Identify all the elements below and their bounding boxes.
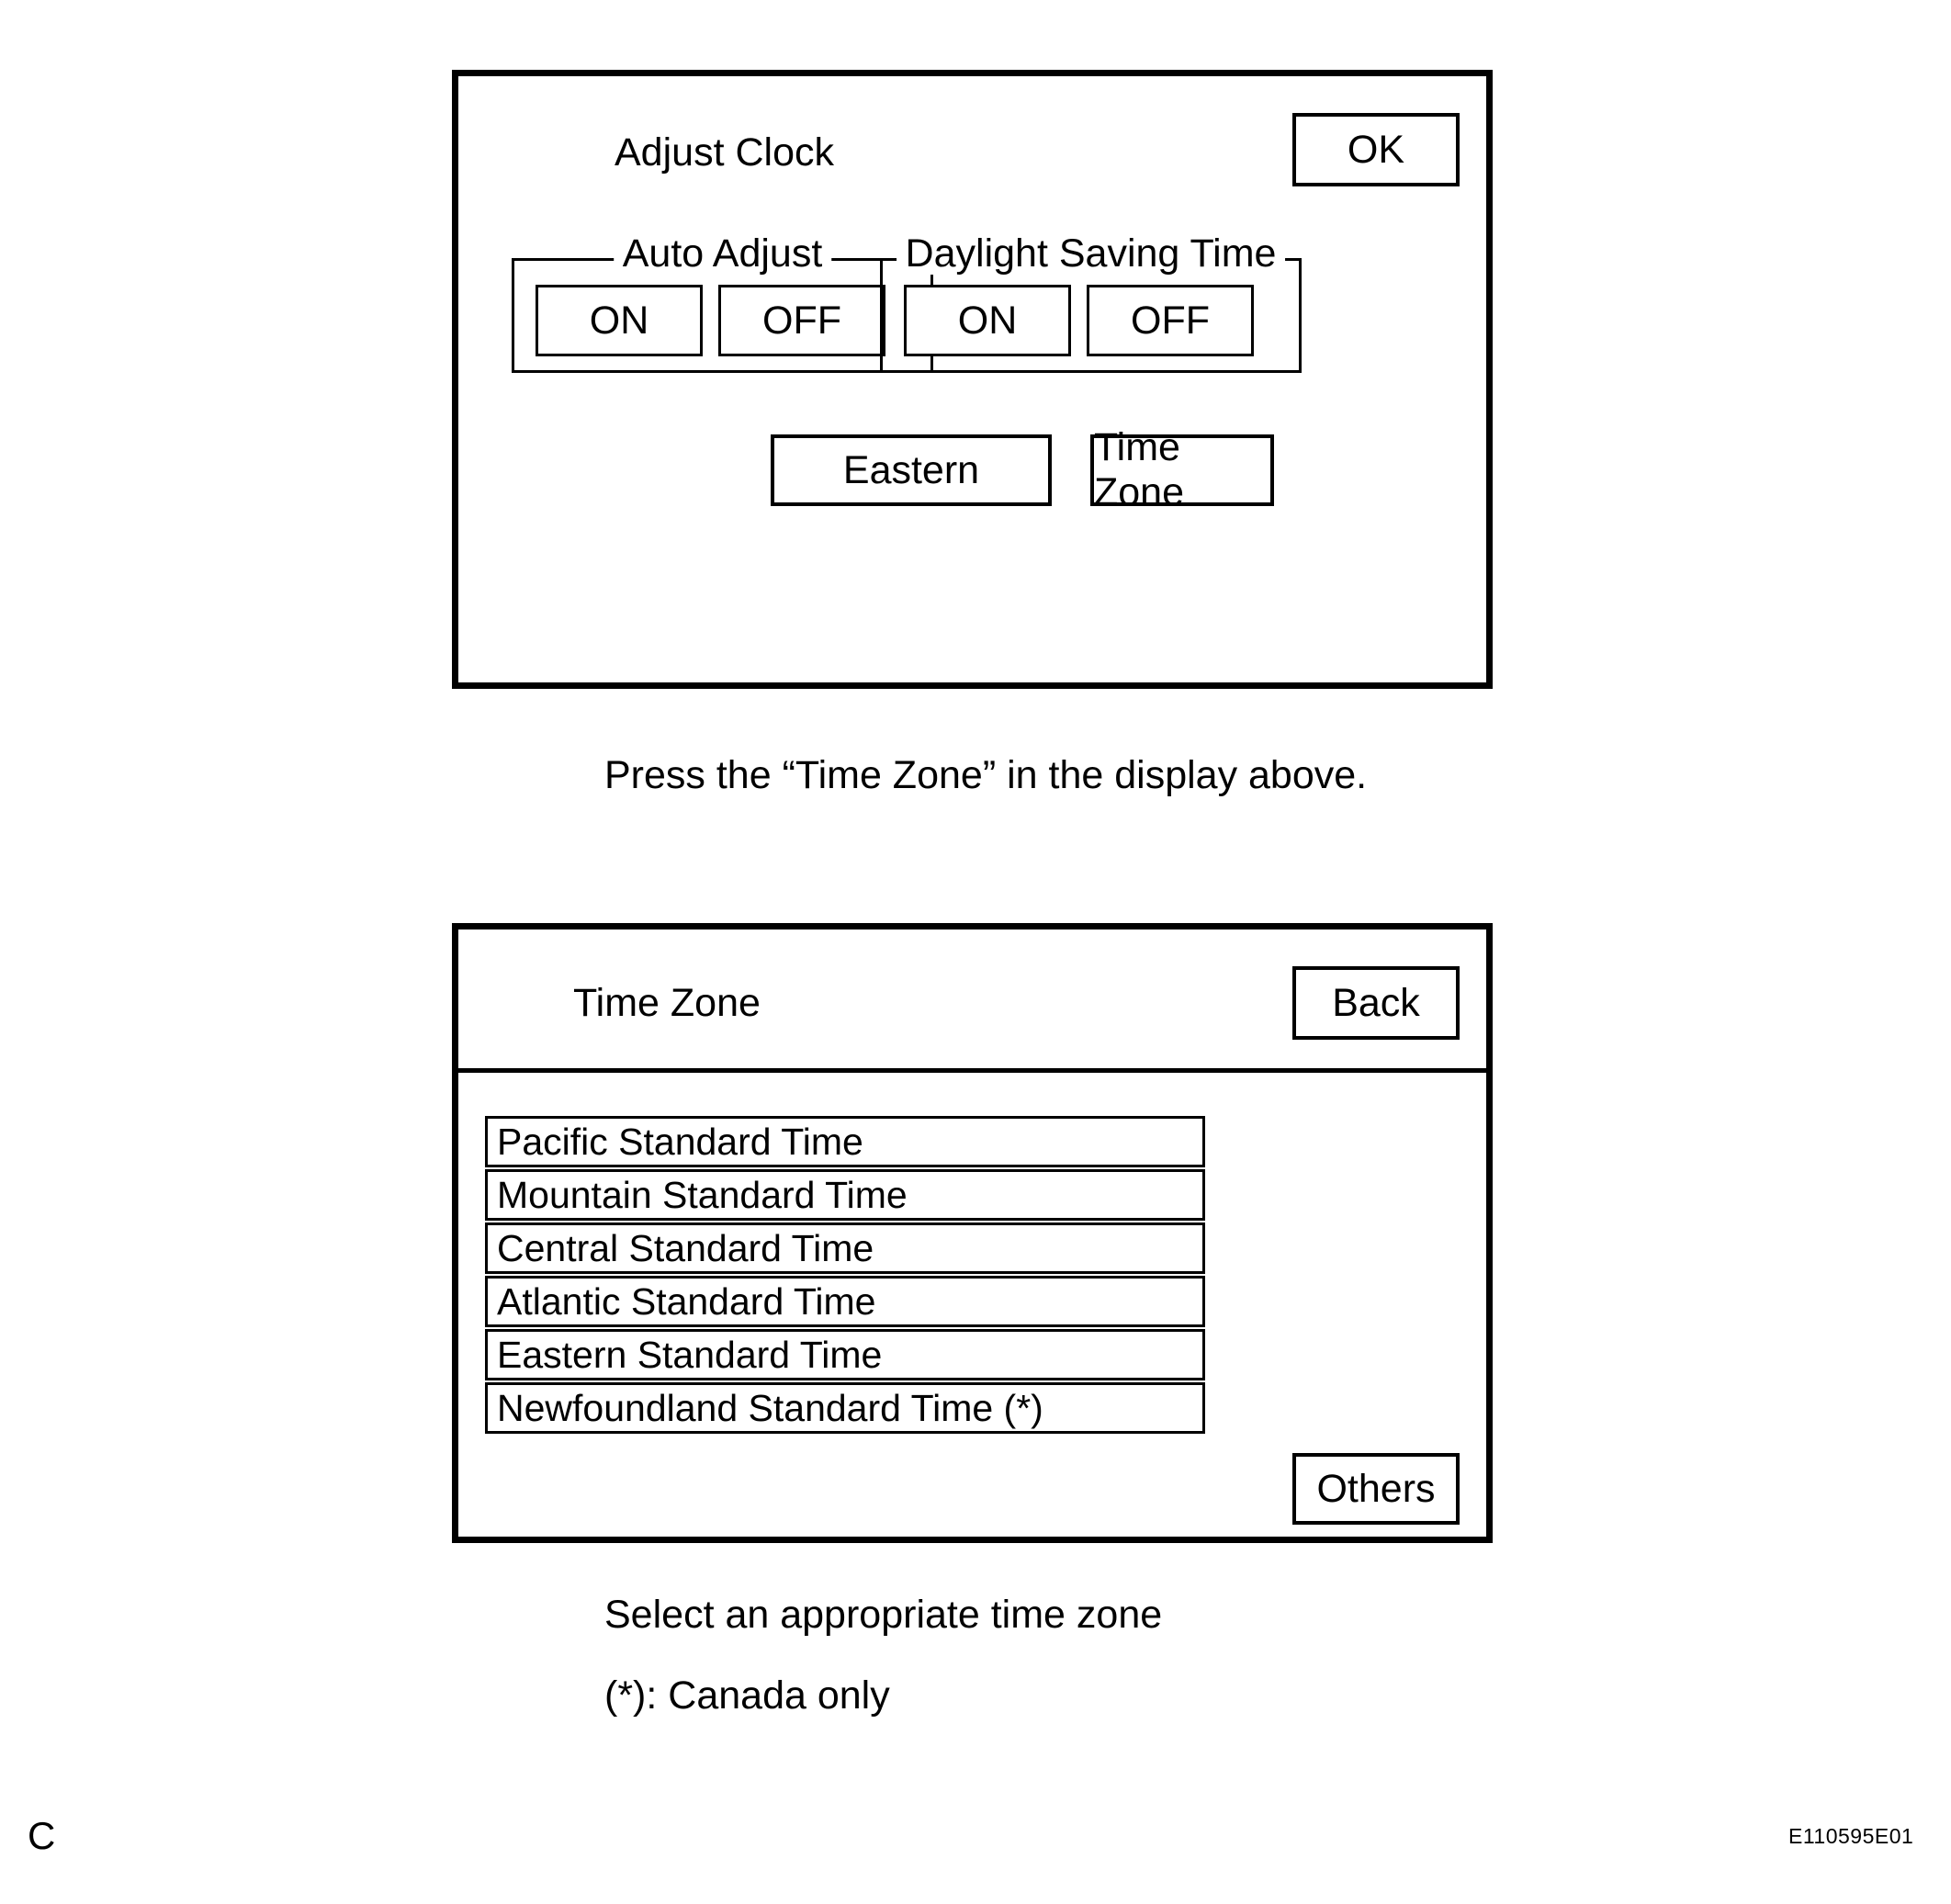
auto-adjust-off-button[interactable]: OFF bbox=[718, 285, 885, 356]
daylight-saving-time-off-button[interactable]: OFF bbox=[1087, 285, 1254, 356]
current-time-zone-button[interactable]: Eastern bbox=[771, 434, 1052, 506]
caption-canada-only: (*): Canada only bbox=[604, 1673, 890, 1718]
adjust-clock-screen: Adjust Clock OK Auto Adjust ON OFF Dayli… bbox=[452, 70, 1493, 689]
time-zone-screen: Time Zone Back Pacific Standard Time Mou… bbox=[452, 923, 1493, 1543]
list-item[interactable]: Mountain Standard Time bbox=[485, 1169, 1205, 1221]
figure-code: E110595E01 bbox=[1788, 1824, 1914, 1848]
adjust-clock-title: Adjust Clock bbox=[615, 130, 834, 175]
list-item[interactable]: Central Standard Time bbox=[485, 1222, 1205, 1274]
daylight-saving-time-on-button[interactable]: ON bbox=[904, 285, 1071, 356]
daylight-saving-time-group: Daylight Saving Time ON OFF bbox=[880, 232, 1302, 373]
time-zone-button[interactable]: Time Zone bbox=[1090, 425, 1274, 514]
page-letter: C bbox=[28, 1814, 56, 1857]
caption-select-time-zone: Select an appropriate time zone bbox=[604, 1593, 1163, 1637]
time-zone-list: Pacific Standard Time Mountain Standard … bbox=[485, 1116, 1205, 1434]
header-divider bbox=[458, 1068, 1486, 1073]
list-item[interactable]: Atlantic Standard Time bbox=[485, 1276, 1205, 1327]
auto-adjust-legend: Auto Adjust bbox=[613, 232, 832, 275]
list-item[interactable]: Eastern Standard Time bbox=[485, 1329, 1205, 1380]
caption-press-time-zone: Press the “Time Zone” in the display abo… bbox=[604, 753, 1368, 797]
ok-button[interactable]: OK bbox=[1292, 113, 1460, 186]
auto-adjust-group: Auto Adjust ON OFF bbox=[512, 232, 933, 373]
list-item[interactable]: Newfoundland Standard Time (*) bbox=[485, 1382, 1205, 1434]
back-button[interactable]: Back bbox=[1292, 966, 1460, 1040]
others-button[interactable]: Others bbox=[1292, 1453, 1460, 1525]
daylight-saving-time-legend: Daylight Saving Time bbox=[896, 232, 1286, 275]
time-zone-screen-title: Time Zone bbox=[573, 981, 761, 1025]
list-item[interactable]: Pacific Standard Time bbox=[485, 1116, 1205, 1167]
auto-adjust-on-button[interactable]: ON bbox=[536, 285, 703, 356]
